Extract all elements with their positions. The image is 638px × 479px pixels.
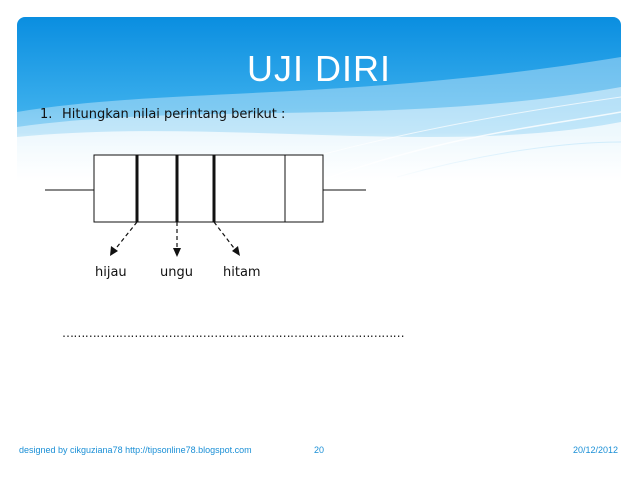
footer-date: 20/12/2012	[572, 445, 618, 455]
arrow-hitam	[213, 221, 240, 256]
band-label-ungu: ungu	[160, 265, 193, 280]
footer-page-number: 20	[314, 445, 325, 455]
answer-line: ………………………………………………………………………………	[62, 326, 405, 340]
arrow-hijau	[110, 221, 138, 256]
resistor-body	[93, 154, 324, 223]
slide-title: UJI DIRI	[246, 48, 391, 89]
footer-credit: designed by cikguziana78 http://tipsonli…	[19, 445, 252, 455]
band-label-hijau: hijau	[95, 265, 127, 280]
question-number: 1.	[40, 107, 53, 122]
question-text: Hitungkan nilai perintang berikut :	[62, 107, 286, 122]
question-1: 1. Hitungkan nilai perintang berikut :	[40, 107, 285, 122]
band-label-hitam: hitam	[223, 265, 261, 280]
arrow-ungu	[173, 222, 181, 257]
